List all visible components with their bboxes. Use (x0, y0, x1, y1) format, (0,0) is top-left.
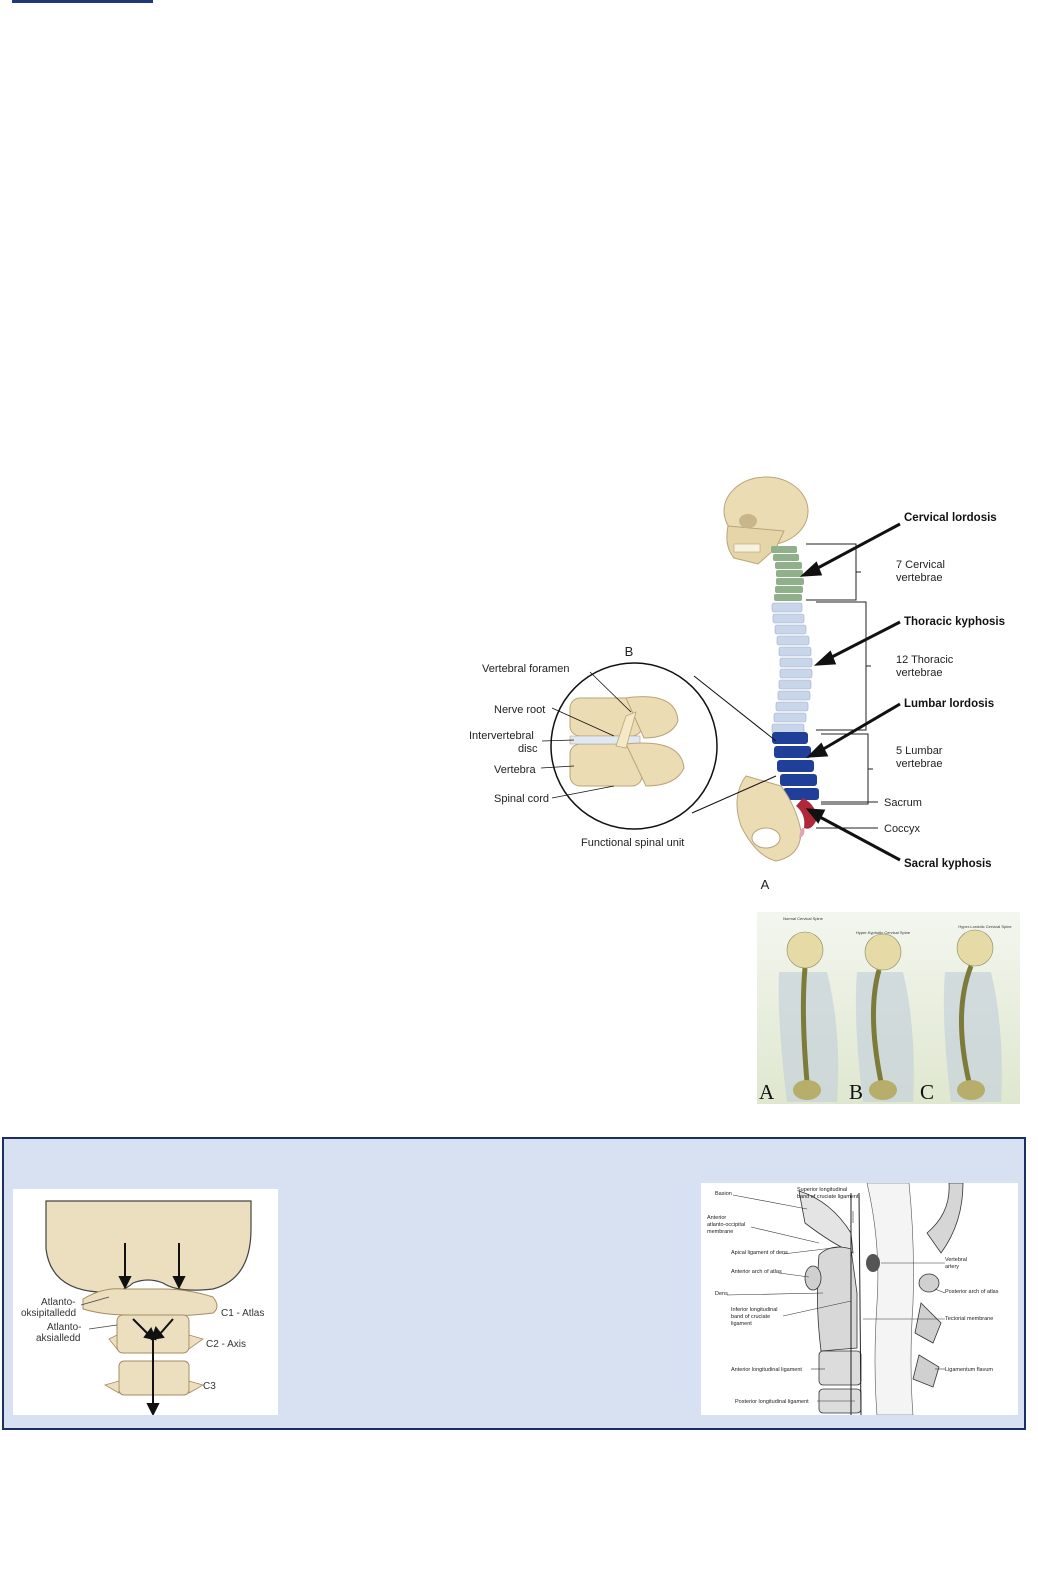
blue-info-box: Atlanto- oksipitalledd Atlanto- aksialle… (2, 1137, 1026, 1430)
label-sacral-kyphosis: Sacral kyphosis (904, 858, 992, 870)
label-c2: C2 - Axis (206, 1339, 246, 1350)
label-thoracic-vertebrae: vertebrae (896, 667, 942, 679)
c1-c2-svg: Atlanto- oksipitalledd Atlanto- aksialle… (13, 1189, 278, 1415)
label-vertebra: Vertebra (494, 764, 536, 776)
label-lumbar-vertebrae: vertebrae (896, 758, 942, 770)
label-anterior-aom-3: membrane (707, 1229, 733, 1235)
ligament-svg: Basion Superior longitudinal band of cru… (701, 1183, 1018, 1415)
label-lumbar-lordosis: Lumbar lordosis (904, 698, 994, 710)
label-c3: C3 (203, 1381, 216, 1392)
label-lumbar-count: 5 Lumbar (896, 745, 943, 757)
posture-letter-a: A (759, 1080, 774, 1104)
panel-a-letter: A (761, 877, 770, 892)
spine-anatomy-figure: B A Vertebral foramen Nerve root Interve… (466, 476, 1031, 894)
label-thoracic-count: 12 Thoracic (896, 654, 954, 666)
label-vertebral-foramen: Vertebral foramen (482, 663, 569, 675)
label-intervertebral: Intervertebral (469, 730, 534, 742)
label-tectorial: Tectorial membrane (945, 1316, 993, 1322)
label-cervical-vertebrae: vertebrae (896, 572, 942, 584)
label-spinal-cord: Spinal cord (494, 793, 549, 805)
label-vertebral-artery-1: Vertebral (945, 1257, 967, 1263)
label-inferior-band-3: ligament (731, 1321, 752, 1327)
label-inferior-band-1: Inferior longitudinal (731, 1307, 777, 1313)
label-disc: disc (518, 743, 538, 755)
posture-svg: Normal Cervical Spine Hyper-Kyphotic Cer… (757, 912, 1020, 1104)
posture-letter-c: C (920, 1080, 934, 1104)
label-superior-band-1: Superior longitudinal (797, 1187, 847, 1193)
arrows (804, 524, 900, 860)
label-atlanto-occ-1: Atlanto- (41, 1297, 75, 1308)
brackets (806, 544, 878, 828)
posture-figure: Normal Cervical Spine Hyper-Kyphotic Cer… (757, 912, 1020, 1104)
label-atlanto-occ-2: oksipitalledd (21, 1308, 76, 1319)
label-functional-unit: Functional spinal unit (581, 837, 684, 849)
label-anterior-aom-1: Anterior (707, 1215, 726, 1221)
label-atlanto-ax-2: aksialledd (36, 1333, 80, 1344)
label-inferior-band-2: band of cruciate (731, 1314, 770, 1320)
label-vertebral-artery-2: artery (945, 1264, 959, 1270)
label-c1: C1 - Atlas (221, 1308, 264, 1319)
label-posterior-long: Posterior longitudinal ligament (735, 1399, 809, 1405)
label-coccyx: Coccyx (884, 823, 921, 835)
thoracic-vertebrae (772, 603, 812, 733)
label-cervical-count: 7 Cervical (896, 559, 945, 571)
panel-b-letter: B (625, 644, 634, 659)
header-rule (12, 0, 153, 3)
label-anterior-long: Anterior longitudinal ligament (731, 1367, 802, 1373)
label-flavum: Ligamentum flavum (945, 1367, 993, 1373)
label-dens: Dens (715, 1291, 728, 1297)
label-thoracic-kyphosis: Thoracic kyphosis (904, 616, 1005, 628)
label-posterior-arch: Posterior arch of atlas (945, 1289, 999, 1295)
c1-c2-joint-figure: Atlanto- oksipitalledd Atlanto- aksialle… (13, 1189, 278, 1415)
cervical-vertebrae (771, 546, 804, 601)
spine-anatomy-svg: B A Vertebral foramen Nerve root Interve… (466, 476, 1031, 894)
label-sacrum: Sacrum (884, 797, 922, 809)
caption-hyper-lordotic: Hyper-Lordotic Cervical Spine (958, 924, 1012, 929)
caption-hyper-kyphotic: Hyper-Kyphotic Cervical Spine (856, 930, 911, 935)
caption-normal: Normal Cervical Spine (783, 916, 824, 921)
label-apical: Apical ligament of dens (731, 1250, 788, 1256)
label-superior-band-2: band of cruciate ligament (797, 1194, 859, 1200)
posture-letter-b: B (849, 1080, 863, 1104)
label-atlanto-ax-1: Atlanto- (47, 1322, 81, 1333)
label-basion: Basion (715, 1191, 732, 1197)
label-nerve-root: Nerve root (494, 704, 545, 716)
label-anterior-arch: Anterior arch of atlas (731, 1269, 782, 1275)
label-cervical-lordosis: Cervical lordosis (904, 512, 997, 524)
label-anterior-aom-2: atlanto-occipital (707, 1222, 745, 1228)
craniovertebral-ligament-figure: Basion Superior longitudinal band of cru… (701, 1183, 1018, 1415)
